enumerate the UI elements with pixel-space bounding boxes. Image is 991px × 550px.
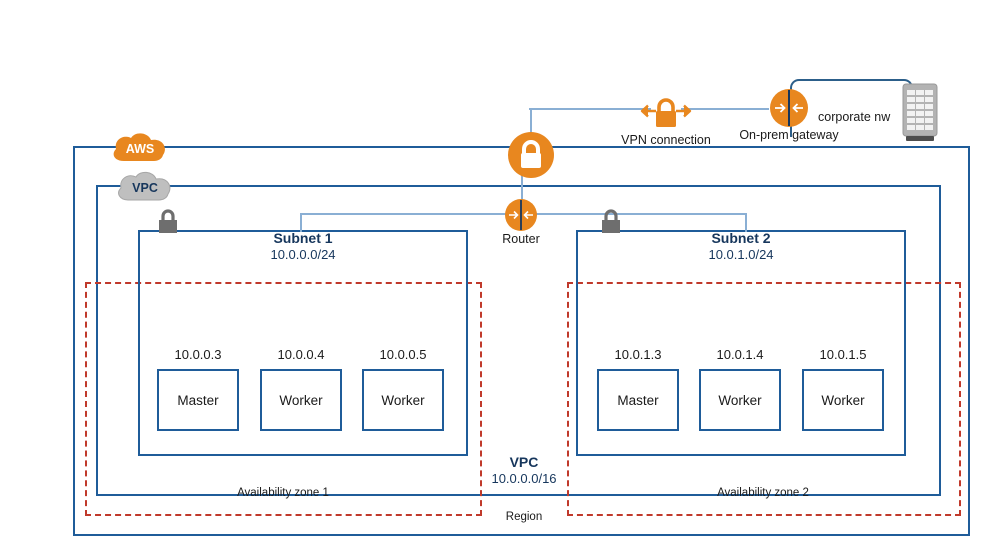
vpc-cidr: 10.0.0.0/16 xyxy=(491,471,557,486)
availability-zone-1-boundary xyxy=(85,282,482,516)
corporate-network-label: corporate nw xyxy=(818,110,891,124)
instance-node[interactable]: Master xyxy=(597,369,679,431)
availability-zone-1-label: Availability zone 1 xyxy=(237,487,329,499)
subnet-1-cidr: 10.0.0.0/24 xyxy=(270,247,336,262)
instance-ip-label: 10.0.0.3 xyxy=(174,347,222,362)
server-rack-icon[interactable] xyxy=(897,82,943,144)
vpc-label: VPC xyxy=(509,454,539,470)
subnet-1-boundary xyxy=(138,230,468,456)
router-icon[interactable] xyxy=(504,198,538,232)
router-label: Router xyxy=(502,232,540,246)
router-to-vpn-gateway-link xyxy=(521,172,523,214)
vpn-connection-to-onprem-link xyxy=(681,108,769,110)
on-prem-gateway-router-icon[interactable] xyxy=(769,88,809,128)
vpn-gateway-lock-icon[interactable] xyxy=(507,131,555,179)
subnet-2-title: Subnet 2 xyxy=(711,230,771,246)
subnet-2-uplink xyxy=(745,213,747,232)
instance-node[interactable]: Master xyxy=(157,369,239,431)
vpn-gateway-to-vpn-connection-link xyxy=(529,108,651,110)
vpc-cloud-label: VPC xyxy=(132,181,158,195)
instance-ip-label: 10.0.1.5 xyxy=(819,347,867,362)
instance-node[interactable]: Worker xyxy=(802,369,884,431)
instance-node[interactable]: Worker xyxy=(699,369,781,431)
availability-zone-2-boundary xyxy=(567,282,961,516)
aws-cloud-icon xyxy=(113,133,165,161)
aws-cloud-label: AWS xyxy=(125,142,155,156)
subnet-1-title: Subnet 1 xyxy=(273,230,333,246)
padlock-icon xyxy=(602,209,620,233)
padlock-icon xyxy=(159,209,177,233)
subnet-2-boundary xyxy=(576,230,906,456)
vpn-connection-label: VPN connection xyxy=(621,133,711,147)
instance-ip-label: 10.0.1.4 xyxy=(716,347,764,362)
region-label: Region xyxy=(505,511,543,523)
instance-node[interactable]: Worker xyxy=(362,369,444,431)
subnet-2-cidr: 10.0.1.0/24 xyxy=(708,247,774,262)
vpc-boundary xyxy=(96,185,941,496)
subnet-1-uplink xyxy=(300,213,302,232)
instance-ip-label: 10.0.1.3 xyxy=(614,347,662,362)
instance-ip-label: 10.0.0.4 xyxy=(277,347,325,362)
instance-ip-label: 10.0.0.5 xyxy=(379,347,427,362)
vpn-connection-lock-arrows-icon[interactable] xyxy=(640,92,692,130)
on-prem-gateway-label: On-prem gateway xyxy=(739,128,839,142)
instance-node[interactable]: Worker xyxy=(260,369,342,431)
vpn-gateway-riser xyxy=(530,108,532,150)
vpc-cloud-icon xyxy=(118,171,171,201)
availability-zone-2-label: Availability zone 2 xyxy=(717,487,809,499)
